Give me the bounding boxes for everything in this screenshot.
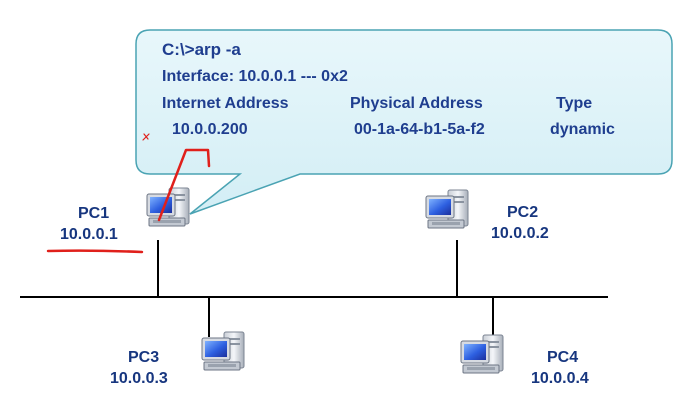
pc3-ip: 10.0.0.3 xyxy=(110,370,168,387)
arp-command: C:\>arp -a xyxy=(162,40,241,59)
arp-callout xyxy=(135,29,673,215)
arp-entry-mac: 00-1a-64-b1-5a-f2 xyxy=(354,121,485,138)
pc2-computer-icon xyxy=(425,189,469,229)
header-type: Type xyxy=(556,95,592,112)
pc4-ip: 10.0.0.4 xyxy=(531,370,589,387)
pc4-computer-icon xyxy=(460,334,504,374)
pc3-computer-icon xyxy=(201,331,245,371)
annotation-arrow xyxy=(157,148,211,222)
pc4-name: PC4 xyxy=(547,349,578,366)
header-internet-address: Internet Address xyxy=(162,95,289,112)
pc1-name: PC1 xyxy=(78,205,109,222)
arp-entry-type: dynamic xyxy=(550,121,615,138)
pc2-name: PC2 xyxy=(507,204,538,221)
annotation-underline xyxy=(46,249,144,254)
header-physical-address: Physical Address xyxy=(350,95,483,112)
arp-interface-line: Interface: 10.0.0.1 --- 0x2 xyxy=(162,68,348,85)
pc1-ip: 10.0.0.1 xyxy=(60,226,118,243)
annotation-tick-mark xyxy=(142,133,150,141)
arp-entry-ip: 10.0.0.200 xyxy=(172,121,248,138)
pc2-ip: 10.0.0.2 xyxy=(491,225,549,242)
pc3-name: PC3 xyxy=(128,349,159,366)
